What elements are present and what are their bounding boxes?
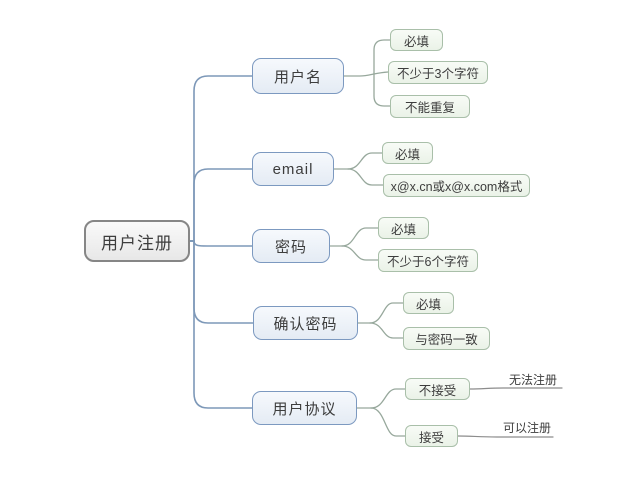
connector-root-password: [189, 240, 253, 247]
connector-root-confirm: [189, 240, 254, 324]
connector-root-username: [189, 75, 253, 242]
leaf-email-format[interactable]: x@x.cn或x@x.com格式: [383, 174, 530, 197]
leaf-username-min-3-chars[interactable]: 不少于3个字符: [388, 61, 488, 84]
connector-password-top: [341, 227, 379, 247]
connector-confirm-top: [369, 302, 404, 324]
connector-reject-result-underline: [469, 387, 563, 390]
branch-confirm-password[interactable]: 确认密码: [253, 306, 358, 340]
branch-password[interactable]: 密码: [252, 229, 330, 263]
root-node-user-registration[interactable]: 用户注册: [84, 220, 190, 262]
connector-agreement-bottom: [370, 407, 406, 437]
branch-email[interactable]: email: [252, 152, 334, 186]
branch-user-agreement[interactable]: 用户协议: [252, 391, 357, 425]
leaf-agreement-reject[interactable]: 不接受: [405, 378, 470, 400]
connector-root-email: [189, 168, 253, 242]
leaf-confirm-match-password[interactable]: 与密码一致: [403, 327, 490, 350]
connector-accept-result-underline: [457, 435, 554, 438]
connector-confirm-bottom: [369, 322, 404, 339]
leaf-password-required[interactable]: 必填: [378, 217, 429, 239]
connector-email-bottom: [347, 168, 384, 186]
connector-email-top: [347, 152, 383, 170]
leaf-username-no-duplicate[interactable]: 不能重复: [390, 95, 470, 118]
leaf-agreement-accept[interactable]: 接受: [405, 425, 458, 447]
subleaf-can-register[interactable]: 可以注册: [502, 420, 551, 435]
connector-agreement-top: [370, 388, 406, 409]
leaf-username-required[interactable]: 必填: [390, 29, 443, 51]
subleaf-cannot-register[interactable]: 无法注册: [508, 372, 557, 387]
connector-username-top: [373, 39, 391, 74]
leaf-email-required[interactable]: 必填: [382, 142, 433, 164]
connector-username-mid: [343, 71, 389, 77]
leaf-password-min-6-chars[interactable]: 不少于6个字符: [378, 249, 478, 272]
connector-root-agreement: [189, 240, 253, 409]
leaf-confirm-required[interactable]: 必填: [403, 292, 454, 314]
branch-username[interactable]: 用户名: [252, 58, 344, 94]
connector-password-bottom: [341, 245, 379, 261]
connector-username-bottom: [373, 72, 391, 107]
